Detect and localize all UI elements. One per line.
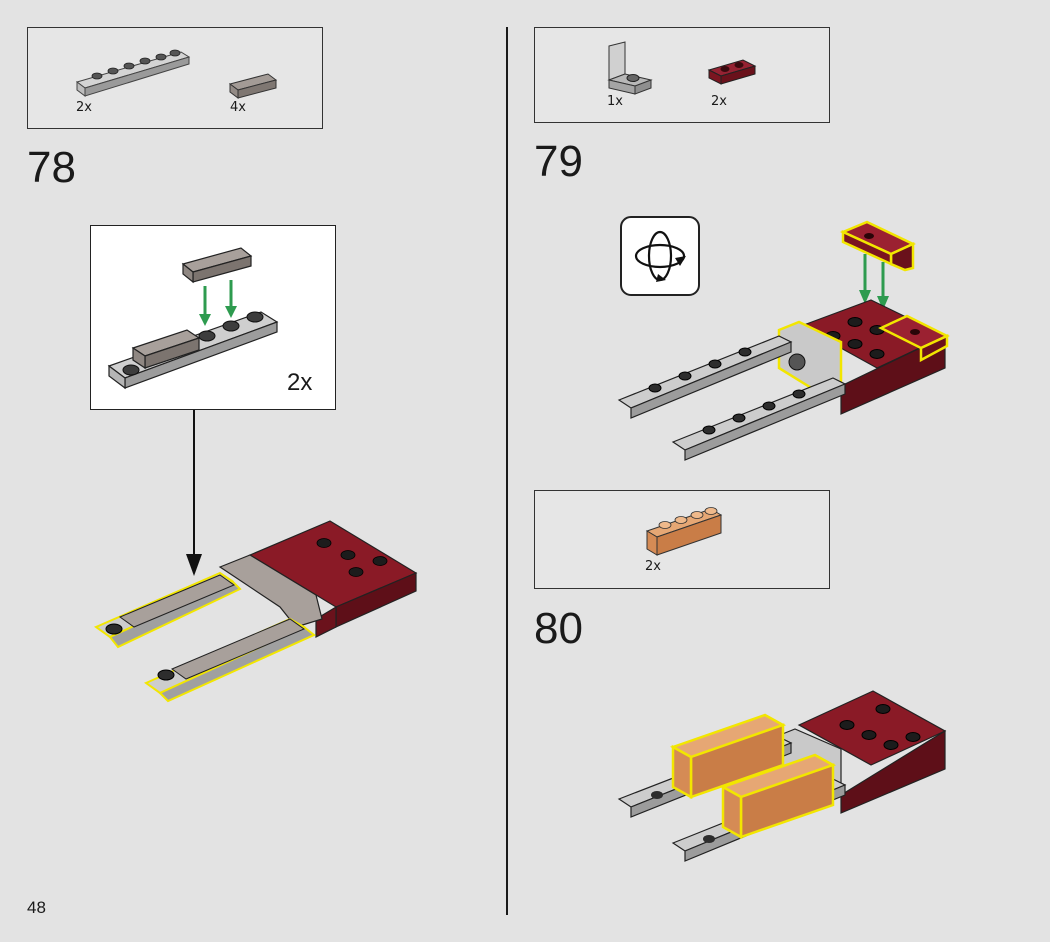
callout-quantity: 2x [287, 369, 313, 396]
arrow-down-icon [186, 410, 202, 576]
step-80-model-illustration [617, 690, 947, 862]
column-divider [506, 27, 508, 915]
part-qty-grey-plate: 2x [76, 100, 92, 115]
step-number-79: 79 [534, 137, 583, 186]
part-qty-brown-tile: 4x [230, 100, 246, 115]
sub-assembly-illustration [107, 247, 279, 390]
grey-bracket-icon [607, 41, 653, 95]
parts-box-step-78: 2x 4x [27, 27, 323, 129]
parts-box-step-79: 1x 2x [534, 27, 830, 123]
step-number-78: 78 [27, 143, 76, 192]
red-plate-1x2-icon [707, 59, 757, 85]
grey-plate-1x6-icon [75, 49, 191, 97]
step-number-80: 80 [534, 604, 583, 653]
rotate-model-icon [620, 216, 700, 296]
step-79-model-illustration [617, 220, 950, 461]
part-qty-orange-brick: 2x [645, 559, 661, 574]
step-78-model-illustration [93, 520, 418, 703]
parts-box-step-80: 2x [534, 490, 830, 589]
brown-tile-1x2-icon [228, 73, 278, 99]
part-qty-red-plate: 2x [711, 94, 727, 109]
sub-assembly-callout: 2x [90, 225, 336, 410]
page-number: 48 [27, 898, 46, 917]
orange-brick-round-icon [645, 507, 723, 556]
part-qty-grey-bracket: 1x [607, 94, 623, 109]
